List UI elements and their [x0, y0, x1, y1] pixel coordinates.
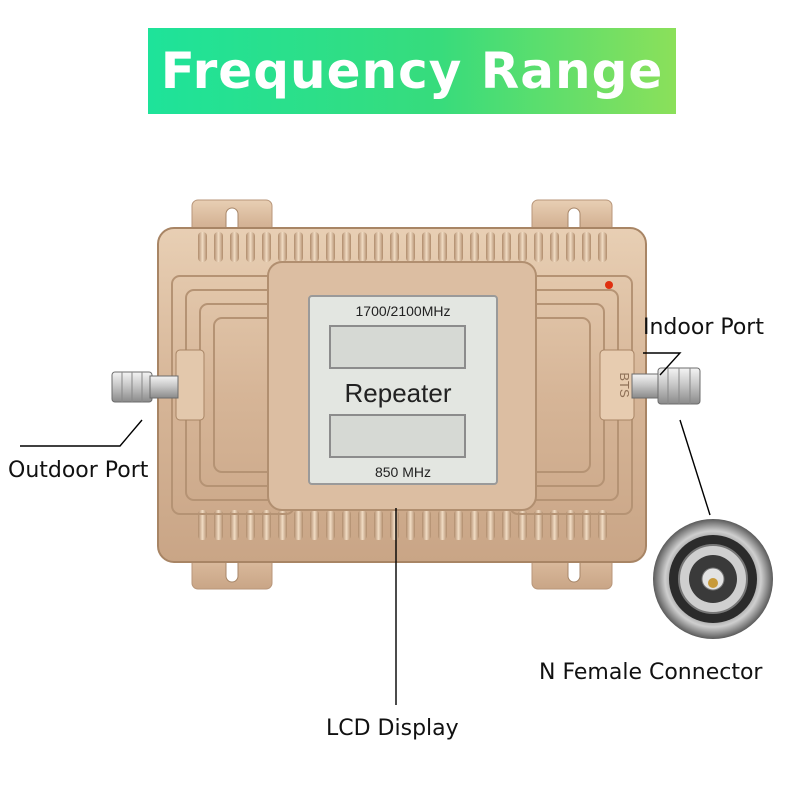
cooling-fin: [550, 510, 559, 540]
lcd-panel: 1700/2100MHz Repeater 850 MHz: [308, 295, 498, 485]
cooling-fin: [262, 510, 271, 540]
cooling-fin: [534, 510, 543, 540]
cooling-fin: [310, 510, 319, 540]
cooling-fin: [198, 232, 207, 262]
outdoor-port-plate: [175, 349, 205, 421]
cooling-fin: [566, 510, 575, 540]
cooling-fin: [214, 510, 223, 540]
cooling-fin: [566, 232, 575, 262]
cooling-fin: [230, 232, 239, 262]
lcd-center-text: Repeater: [345, 378, 452, 408]
cooling-fin: [198, 510, 207, 540]
cooling-fin: [358, 510, 367, 540]
cooling-fin: [358, 232, 367, 262]
connector-label: N Female Connector: [539, 660, 763, 685]
cooling-fin: [406, 232, 415, 262]
cooling-fin: [486, 510, 495, 540]
cooling-fin: [406, 510, 415, 540]
outdoor-port-connector: [111, 371, 179, 403]
cooling-fin: [454, 510, 463, 540]
cooling-fin: [294, 510, 303, 540]
cooling-fin: [390, 510, 399, 540]
cooling-fin: [550, 232, 559, 262]
cooling-fin: [486, 232, 495, 262]
cooling-fin: [342, 510, 351, 540]
cooling-fin: [326, 232, 335, 262]
callout-lines: [20, 352, 711, 705]
banner-title: Frequency Range: [160, 42, 664, 100]
cooling-fin: [214, 232, 223, 262]
cooling-fin: [374, 232, 383, 262]
cooling-fin: [534, 232, 543, 262]
cooling-fin: [502, 232, 511, 262]
cooling-fin: [598, 510, 607, 540]
outdoor-port-label: Outdoor Port: [8, 458, 149, 483]
cooling-fin: [374, 510, 383, 540]
cooling-fin: [438, 232, 447, 262]
cooling-fin: [278, 232, 287, 262]
cooling-fin: [502, 510, 511, 540]
cooling-fin: [246, 232, 255, 262]
cooling-fin: [230, 510, 239, 540]
cooling-fin: [470, 232, 479, 262]
indoor-port-label: Indoor Port: [643, 315, 764, 340]
cooling-fin: [246, 510, 255, 540]
cooling-fin: [342, 232, 351, 262]
cooling-fin: [598, 232, 607, 262]
cooling-fin: [454, 232, 463, 262]
lcd-display-label: LCD Display: [326, 716, 459, 741]
n-female-connector-closeup: [648, 514, 778, 644]
cooling-fin: [278, 510, 287, 540]
lcd-top-band: 1700/2100MHz: [356, 303, 451, 319]
bts-marking: BTS: [617, 372, 632, 398]
cooling-fin: [582, 510, 591, 540]
cooling-fin: [390, 232, 399, 262]
cooling-fin: [438, 510, 447, 540]
cooling-fin: [422, 232, 431, 262]
cooling-fin: [518, 232, 527, 262]
cooling-fin: [262, 232, 271, 262]
indoor-port-connector: [631, 367, 701, 405]
lcd-bottom-band: 850 MHz: [375, 464, 431, 480]
title-banner: Frequency Range: [148, 28, 676, 114]
power-led: [605, 281, 613, 289]
cooling-fin: [518, 510, 527, 540]
cooling-fin: [310, 232, 319, 262]
cooling-fin: [294, 232, 303, 262]
cooling-fin: [582, 232, 591, 262]
cooling-fin: [422, 510, 431, 540]
cooling-fin: [326, 510, 335, 540]
cooling-fin: [470, 510, 479, 540]
cooling-fins: [198, 232, 607, 540]
